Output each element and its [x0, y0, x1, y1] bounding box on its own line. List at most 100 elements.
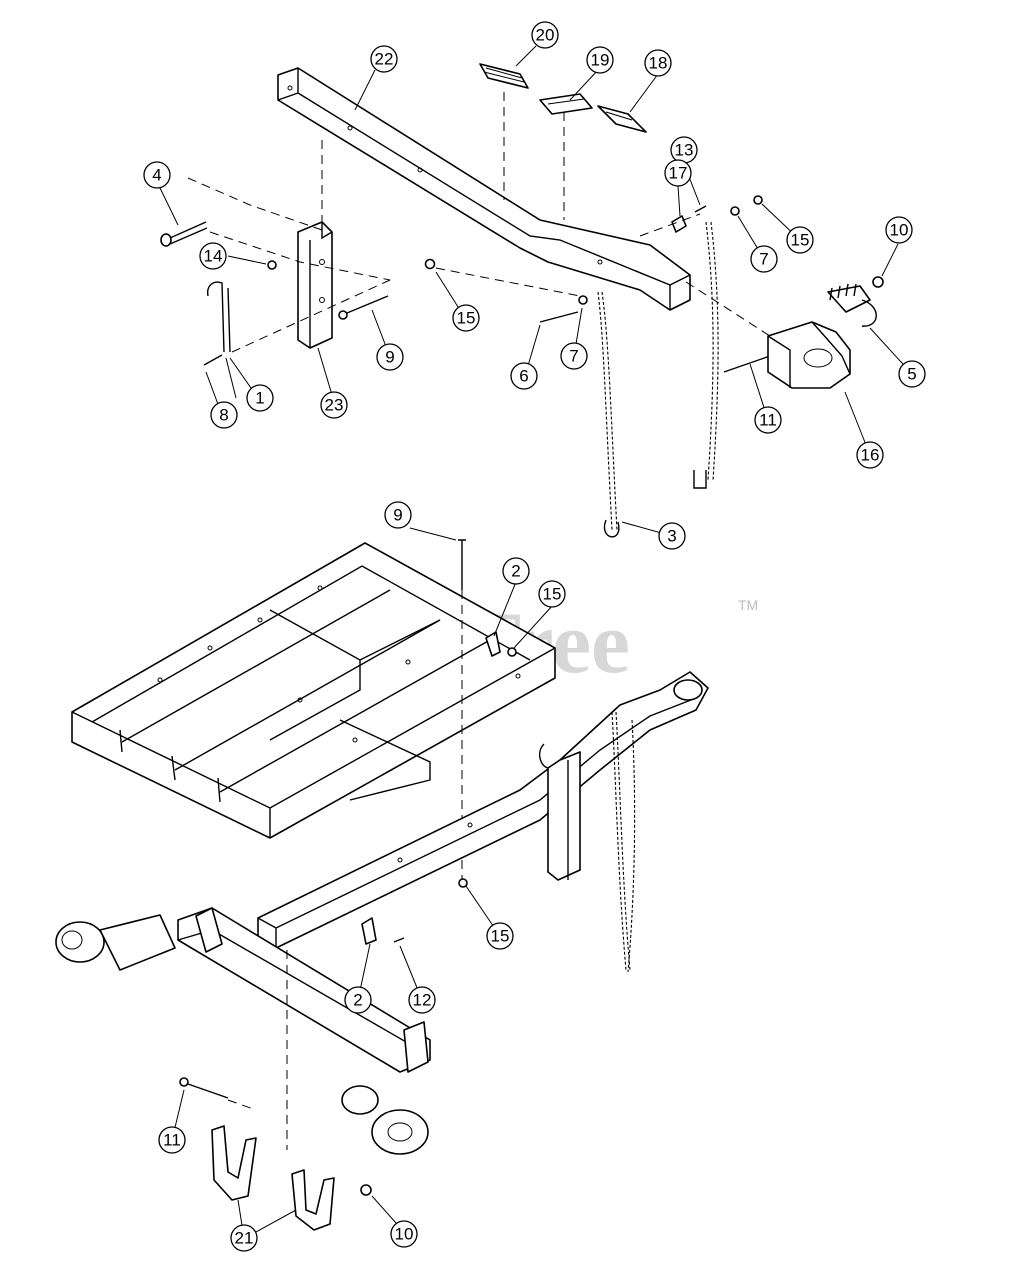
watermark-trademark: TM	[738, 597, 758, 613]
u-bolt-21-right	[291, 1169, 335, 1231]
callout-20: 20	[531, 21, 559, 49]
callout-19: 19	[586, 46, 614, 74]
hairpin-clip	[207, 281, 231, 353]
nut-14	[267, 260, 277, 270]
nut-15-lower	[458, 878, 468, 888]
svg-text:5: 5	[907, 365, 916, 384]
svg-text:11: 11	[759, 411, 777, 430]
assembly-lines-lower	[227, 950, 288, 1150]
tongue-lower	[257, 671, 709, 949]
callout-4: 4	[143, 161, 171, 189]
callout-2-bed: 2	[502, 557, 530, 585]
callout-9-lower: 9	[384, 501, 412, 529]
washer-7-left	[578, 295, 588, 305]
jack-stand-bracket	[297, 221, 333, 349]
coupler-latch	[827, 283, 877, 327]
bracket-2-lower	[361, 917, 377, 945]
callout-8: 8	[210, 401, 238, 429]
decal-19	[539, 93, 593, 115]
bolt-13	[694, 205, 707, 213]
callout-21: 21	[230, 1224, 258, 1252]
nut-15-upper-right	[753, 195, 763, 205]
callout-2-tongue: 2	[344, 986, 372, 1014]
callout-7-right: 7	[750, 245, 778, 273]
callout-15-bed: 15	[538, 580, 566, 608]
callout-14: 14	[199, 242, 227, 270]
callout-11-lower: 11	[158, 1126, 186, 1154]
svg-text:13: 13	[675, 141, 694, 160]
callout-1: 1	[246, 384, 274, 412]
callout-22: 22	[370, 45, 398, 73]
trailer-bed	[71, 542, 556, 839]
nut-15-bed	[507, 647, 517, 657]
callout-10-upper: 10	[885, 216, 913, 244]
svg-text:2: 2	[353, 991, 362, 1010]
svg-text:7: 7	[569, 347, 578, 366]
svg-text:17: 17	[669, 164, 688, 183]
assembly-lines-upper	[187, 92, 771, 353]
wheel-hub-left	[55, 914, 176, 971]
svg-text:9: 9	[385, 348, 394, 367]
nut-10-lower	[360, 1184, 372, 1196]
bolt-6	[539, 311, 579, 323]
callout-3: 3	[658, 522, 686, 550]
axle-assembly	[177, 907, 431, 1073]
safety-chain-upper	[597, 221, 719, 538]
svg-text:21: 21	[235, 1229, 254, 1248]
u-bolt-21-left	[211, 1125, 257, 1201]
callout-15-upper-right: 15	[786, 226, 814, 254]
svg-text:22: 22	[375, 50, 394, 69]
bolt-11-lower	[179, 1077, 229, 1099]
decal-20	[479, 63, 529, 89]
callout-12: 12	[408, 986, 436, 1014]
svg-text:15: 15	[543, 585, 562, 604]
jack-stand-lower	[538, 743, 581, 881]
callout-16: 16	[856, 441, 884, 469]
wheel-hub-right	[341, 1085, 429, 1155]
bolt-9-upper	[338, 295, 389, 320]
svg-text:4: 4	[152, 166, 161, 185]
callout-6: 6	[510, 362, 538, 390]
svg-text:2: 2	[511, 562, 520, 581]
callout-17: 17	[664, 159, 692, 187]
safety-chain-lower	[611, 711, 636, 973]
svg-text:15: 15	[491, 927, 510, 946]
washer-7-right	[730, 206, 740, 216]
nut-15-upper-left	[424, 258, 436, 270]
svg-text:10: 10	[395, 1225, 414, 1244]
coupler	[767, 321, 851, 389]
svg-text:9: 9	[393, 506, 402, 525]
decal-18	[597, 105, 647, 133]
svg-text:18: 18	[649, 54, 668, 73]
svg-text:1: 1	[255, 389, 264, 408]
hitch-pin	[160, 221, 208, 247]
bracket-2-upper	[485, 631, 501, 657]
bolt-11-upper	[723, 355, 771, 373]
svg-text:19: 19	[591, 51, 610, 70]
callout-23: 23	[320, 391, 348, 419]
callout-15-upper-left: 15	[452, 304, 480, 332]
svg-text:15: 15	[791, 231, 810, 250]
svg-text:12: 12	[413, 991, 432, 1010]
svg-text:8: 8	[219, 406, 228, 425]
callout-15-lower: 15	[486, 922, 514, 950]
svg-text:14: 14	[204, 247, 223, 266]
svg-text:6: 6	[519, 367, 528, 386]
bolt-12	[393, 937, 405, 943]
callout-13: 13	[670, 136, 698, 164]
callout-7-left: 7	[560, 342, 588, 370]
svg-text:23: 23	[325, 396, 344, 415]
bolt-8	[203, 354, 223, 366]
svg-text:11: 11	[163, 1131, 181, 1150]
svg-text:3: 3	[667, 527, 676, 546]
svg-text:15: 15	[457, 309, 476, 328]
tongue-tube	[277, 67, 691, 311]
svg-text:16: 16	[861, 446, 880, 465]
callout-5: 5	[898, 360, 926, 388]
nut-10-upper	[872, 276, 884, 288]
svg-text:20: 20	[536, 26, 555, 45]
svg-text:7: 7	[759, 250, 768, 269]
callout-9-upper: 9	[376, 343, 404, 371]
callout-11-upper: 11	[754, 406, 782, 434]
